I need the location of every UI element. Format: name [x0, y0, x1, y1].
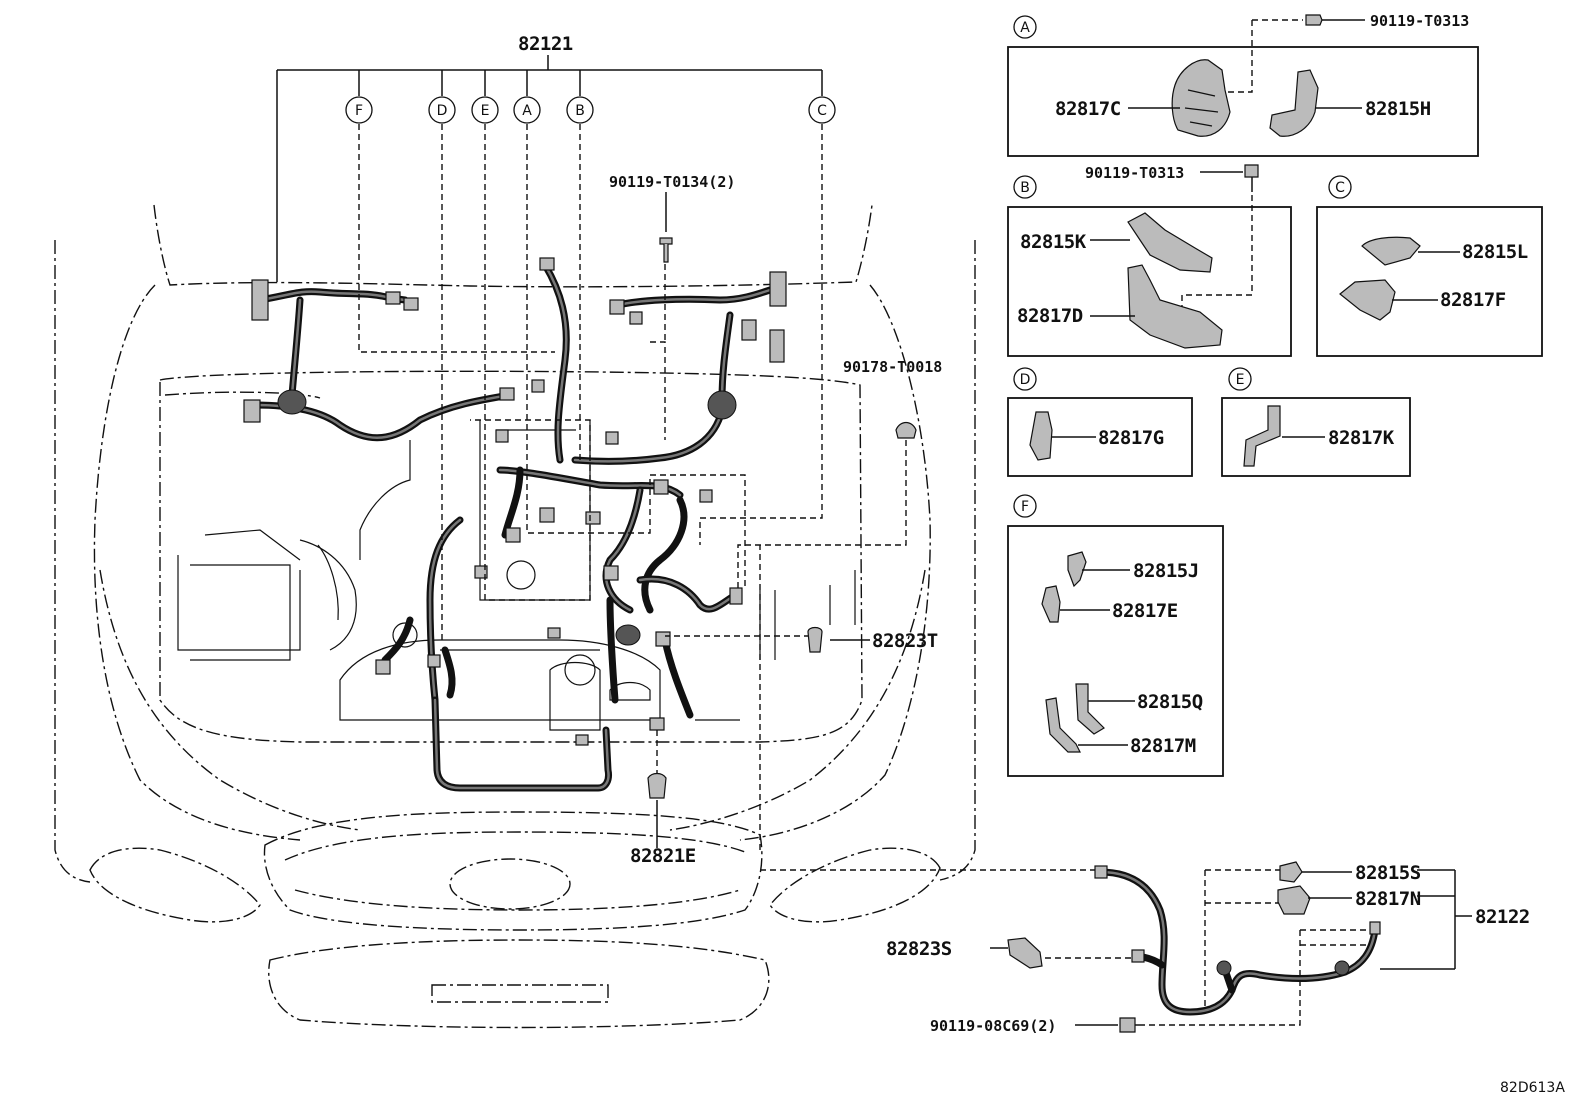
detail-f-part1-label[interactable]: 82815J	[1133, 560, 1199, 582]
callout-b[interactable]: B	[566, 96, 594, 124]
callout-c-label: C	[817, 103, 827, 119]
detail-f-letter: F	[1021, 499, 1029, 515]
detail-e-letter: E	[1236, 372, 1245, 388]
detail-c-upper-label[interactable]: 82815L	[1462, 241, 1528, 263]
part-82817e-icon[interactable]	[1041, 585, 1061, 623]
detail-a-left-label[interactable]: 82817C	[1055, 98, 1121, 120]
part-82817k-icon[interactable]	[1243, 405, 1281, 467]
part-82815s-icon[interactable]	[1279, 861, 1303, 883]
detail-f-part2-label[interactable]: 82817E	[1112, 600, 1178, 622]
detail-a-bolt-label[interactable]: 90119-T0313	[1370, 12, 1469, 30]
sub-harness-number-label[interactable]: 82122	[1475, 906, 1530, 928]
main-harness-leaders	[276, 55, 1095, 871]
label-clamp-right[interactable]: 90178-T0018	[843, 358, 942, 376]
callout-d-label: D	[437, 103, 448, 119]
part-82817g-icon[interactable]	[1029, 411, 1053, 461]
detail-a-right-label[interactable]: 82815H	[1365, 98, 1431, 120]
part-82823s-icon[interactable]	[1007, 937, 1043, 969]
detail-c-lower-label[interactable]: 82817F	[1440, 289, 1506, 311]
label-main-harness[interactable]: 82121	[518, 33, 573, 55]
part-82817c-icon[interactable]	[1171, 59, 1231, 137]
sub-part1-label[interactable]: 82815S	[1355, 862, 1421, 884]
detail-f-part3-label[interactable]: 82815Q	[1137, 691, 1203, 713]
callout-d[interactable]: D	[428, 96, 456, 124]
detail-e: E 82817K	[1221, 367, 1411, 477]
engine-components	[177, 420, 856, 731]
sub-harness-82122[interactable]	[1094, 865, 1381, 1016]
clip-t0134-icon	[659, 237, 673, 263]
detail-b-upper-label[interactable]: 82815K	[1020, 231, 1087, 253]
detail-d-letter: D	[1020, 372, 1031, 388]
vehicle-outline	[54, 204, 976, 1029]
bolt-08c69-icon[interactable]	[1119, 1017, 1145, 1033]
main-harness-82121[interactable]	[243, 257, 787, 792]
part-82815k-icon[interactable]	[1127, 212, 1213, 273]
part-82817d-icon[interactable]	[1127, 264, 1223, 349]
bolt-a-icon	[1305, 14, 1365, 26]
part-82815q-icon[interactable]	[1075, 683, 1105, 735]
part-82817f-icon[interactable]	[1339, 279, 1396, 321]
detail-e-part-label[interactable]: 82817K	[1328, 427, 1395, 449]
label-protector-t[interactable]: 82823T	[872, 630, 938, 652]
label-clip-bottom[interactable]: 82821E	[630, 845, 696, 867]
detail-b-letter: B	[1020, 180, 1030, 196]
part-82815h-icon[interactable]	[1269, 69, 1319, 137]
clamp-t0018-icon	[895, 421, 917, 439]
sub-harness-leaders	[990, 869, 1472, 1026]
callout-e[interactable]: E	[471, 96, 499, 124]
detail-b-bolt-label[interactable]: 90119-T0313	[1085, 164, 1184, 182]
part-82817m-icon[interactable]	[1045, 697, 1081, 753]
part-82815l-icon[interactable]	[1361, 236, 1421, 266]
detail-a-letter: A	[1020, 20, 1030, 36]
detail-d: D 82817G	[1007, 367, 1193, 477]
sub-bolt-label[interactable]: 90119-08C69(2)	[930, 1017, 1056, 1035]
detail-a: A 90119-T0313 82817C 82815H	[1007, 12, 1479, 157]
sub-protector-label[interactable]: 82823S	[886, 938, 952, 960]
callout-e-label: E	[481, 103, 490, 119]
label-clip-top[interactable]: 90119-T0134(2)	[609, 173, 735, 191]
center-fasteners	[647, 237, 917, 799]
callout-f[interactable]: F	[345, 96, 373, 124]
detail-f: F 82815J 82817E 82815Q 82817M	[1007, 494, 1224, 777]
bolt-b-icon	[1244, 164, 1259, 192]
clip-82821e-icon	[647, 717, 667, 799]
part-82817n-icon[interactable]	[1277, 885, 1311, 915]
part-82815j-icon[interactable]	[1067, 551, 1087, 588]
detail-b-lower-label[interactable]: 82817D	[1017, 305, 1083, 327]
detail-f-part4-label[interactable]: 82817M	[1130, 735, 1196, 757]
protector-82823t-icon	[807, 626, 823, 653]
detail-d-part-label[interactable]: 82817G	[1098, 427, 1164, 449]
diagram-code: 82D613A	[1500, 1080, 1565, 1096]
callout-f-label: F	[355, 103, 363, 119]
callout-b-label: B	[575, 103, 585, 119]
detail-c: C 82815L 82817F	[1316, 175, 1543, 357]
callout-c[interactable]: C	[808, 96, 836, 124]
detail-b: B 90119-T0313 82815K 82817D	[1007, 164, 1292, 357]
sub-part2-label[interactable]: 82817N	[1355, 888, 1421, 910]
detail-c-letter: C	[1335, 180, 1345, 196]
callout-a-label: A	[522, 103, 532, 119]
callout-a[interactable]: A	[513, 96, 541, 124]
